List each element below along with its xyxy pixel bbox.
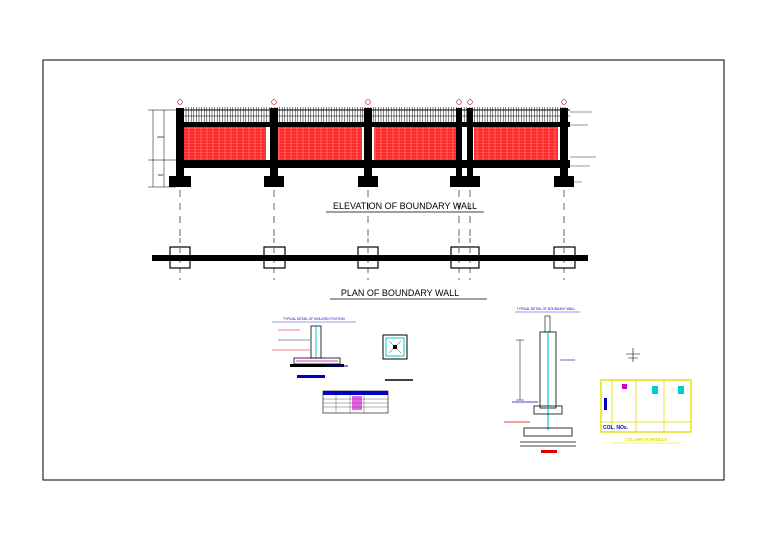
svg-text:2000: 2000	[157, 135, 164, 139]
footing-schedule-table	[322, 390, 389, 414]
column-schedule: COL. NOs. COLUMN SCHEDULE	[600, 348, 692, 444]
column-schedule-label: COL. NOs.	[603, 425, 629, 431]
fence-railing	[185, 107, 566, 122]
boundary-wall-section-detail: TYPICAL DETAIL OF BOUNDARY WALL	[504, 307, 580, 453]
elevation-of-boundary-wall: 2000 600 ELEVATION OF BOUNDARY WALL	[148, 99, 596, 236]
plan-title: PLAN OF BOUNDARY WALL	[341, 288, 459, 298]
sheet-border	[42, 59, 725, 481]
wall-section-title: TYPICAL DETAIL OF BOUNDARY WALL	[517, 307, 576, 311]
brick-infill-panels	[184, 126, 558, 162]
isolated-footing-detail: TYPICAL DETAIL OF ISOLATED FOOTING	[272, 317, 356, 378]
plan-of-boundary-wall: PLAN OF BOUNDARY WALL	[152, 238, 588, 300]
footing-detail-title: TYPICAL DETAIL OF ISOLATED FOOTING	[283, 317, 346, 321]
elevation-title: ELEVATION OF BOUNDARY WALL	[333, 201, 477, 211]
column-schedule-title: COLUMN SCHEDULE	[625, 437, 668, 442]
elevation-columns	[169, 108, 574, 187]
svg-text:600: 600	[158, 173, 163, 177]
column-section-detail	[382, 334, 413, 381]
